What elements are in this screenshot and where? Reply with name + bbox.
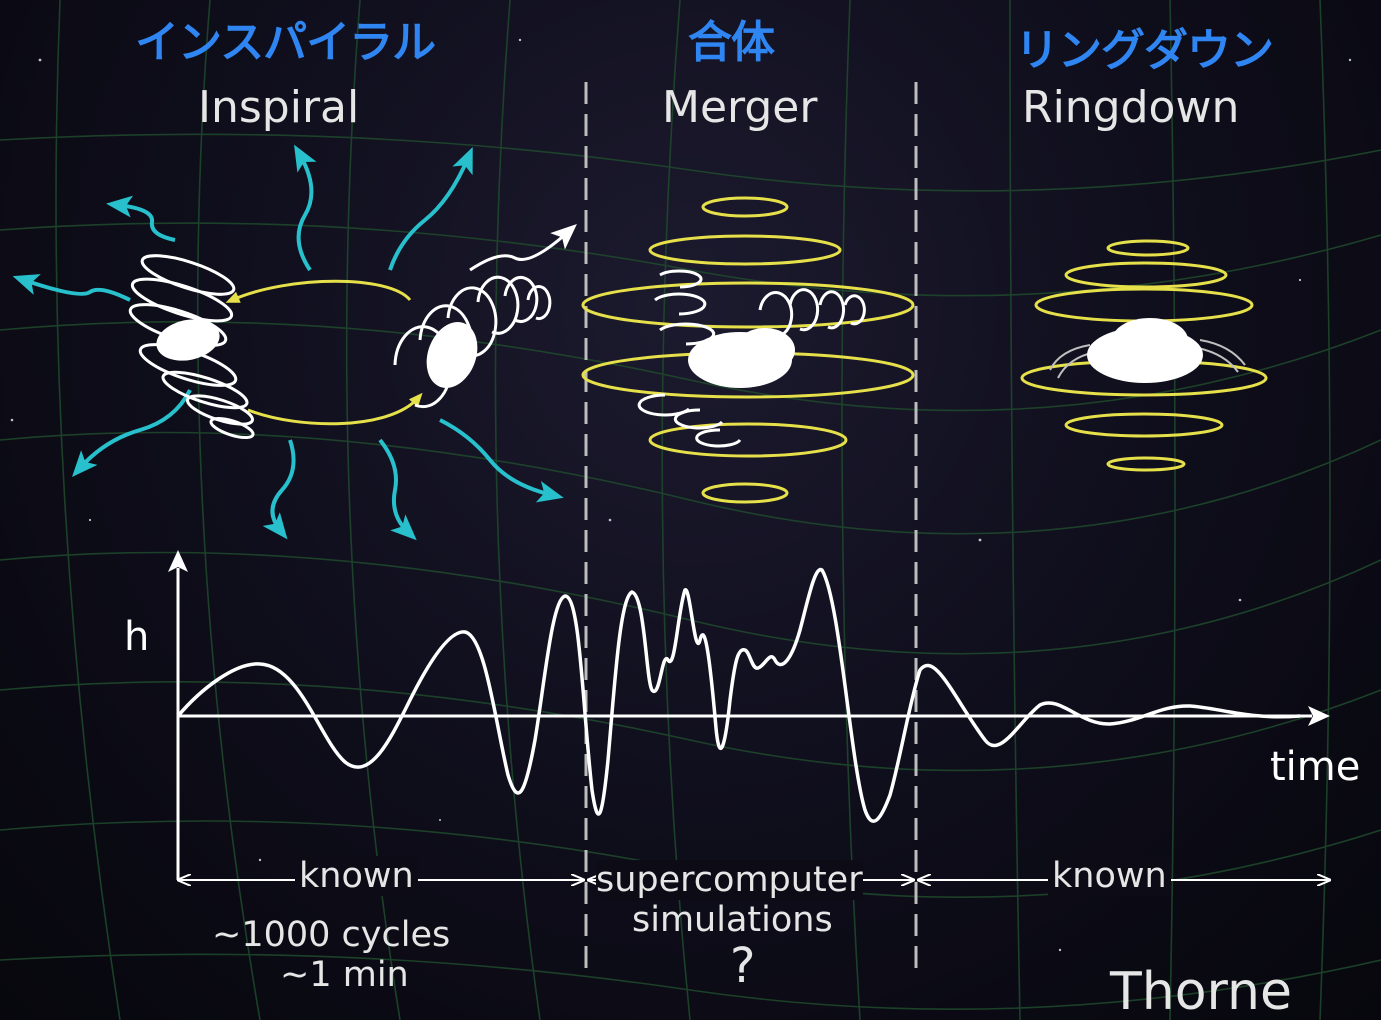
title-merger-jp: 合体 — [688, 17, 775, 68]
credit-label: Thorne — [1110, 962, 1292, 1020]
x-axis-label: time — [1270, 744, 1361, 790]
inspiral-cycles-label: ~1000 cycles — [212, 915, 451, 955]
gravitational-wave-arrows — [12, 144, 564, 541]
ringdown-wave-rings — [1020, 239, 1268, 472]
title-ringdown-jp: リングダウン — [1015, 25, 1274, 76]
waveform-curve — [176, 568, 1301, 823]
title-inspiral-en: Inspiral — [198, 82, 360, 133]
title-merger-en: Merger — [662, 82, 818, 133]
inspiral-duration-label: ~1 min — [280, 955, 409, 995]
left-black-hole — [156, 319, 220, 361]
star-field — [10, 38, 1352, 952]
right-black-hole — [426, 322, 478, 388]
merger-question-mark: ? — [730, 938, 756, 994]
y-axis-label: h — [124, 614, 150, 660]
inspiral-known-label: known — [295, 856, 418, 896]
title-ringdown-en: Ringdown — [1022, 82, 1240, 133]
merger-simulation-line2: simulations — [632, 900, 833, 940]
title-inspiral-jp: インスパイラル — [135, 17, 436, 68]
outgoing-white-arrow — [469, 223, 577, 272]
ringdown-known-label: known — [1048, 856, 1171, 896]
merger-illustration — [581, 196, 915, 504]
orbit-paths — [225, 279, 423, 426]
inspiral-illustration — [12, 144, 577, 541]
merger-wave-rings — [581, 196, 915, 504]
merger-simulation-line1: supercomputer — [596, 860, 863, 900]
ringdown-illustration — [1020, 239, 1268, 472]
phase-dividers — [584, 82, 918, 975]
waveform-plot — [168, 550, 1330, 880]
